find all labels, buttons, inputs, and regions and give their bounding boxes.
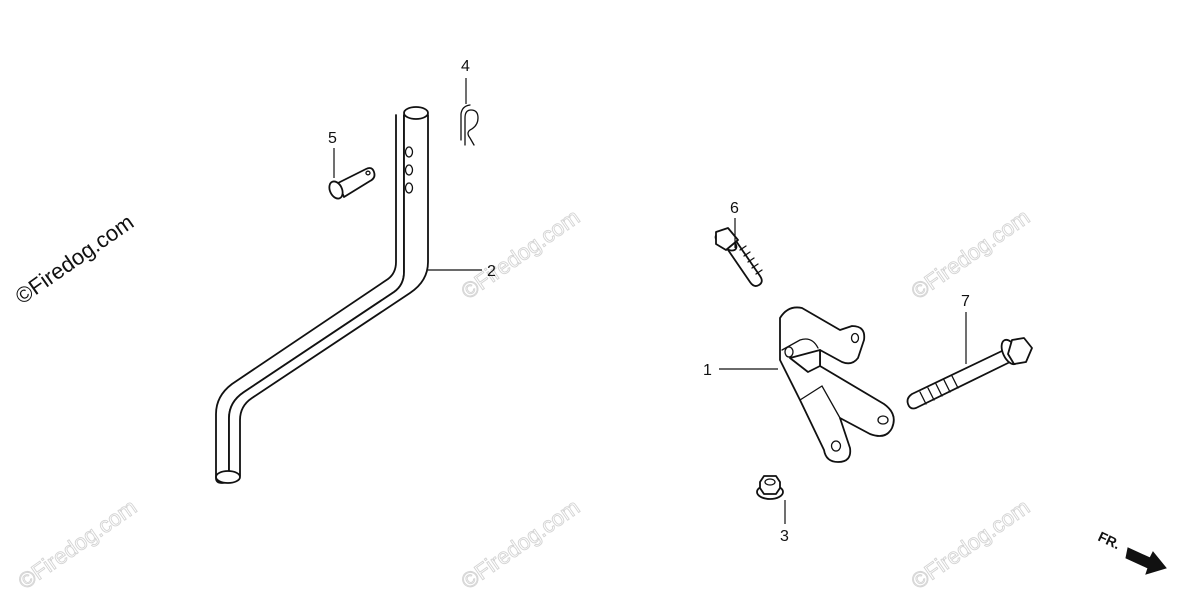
callout-2: 2	[487, 263, 496, 280]
part-7-long-bolt[interactable]: 7	[906, 293, 1033, 410]
part-3-flange-nut[interactable]: 3	[756, 475, 789, 545]
part-5-clevis-pin[interactable]: 5	[327, 130, 376, 201]
watermark-main: ©Firedog.com	[11, 209, 139, 309]
front-direction-indicator: FR.	[1096, 528, 1167, 575]
part-2-rod[interactable]: 2	[215, 106, 496, 484]
callout-7: 7	[961, 293, 970, 310]
callout-1: 1	[703, 362, 712, 379]
rod-hole	[404, 164, 414, 176]
callout-6: 6	[730, 200, 739, 217]
part-6-flange-bolt[interactable]: 6	[713, 200, 763, 287]
watermark-text: ©Firedog.com	[457, 204, 585, 304]
watermark-text: ©Firedog.com	[457, 494, 585, 594]
fr-arrow-icon	[1125, 547, 1167, 575]
fr-label: FR.	[1096, 528, 1123, 552]
rod-hole	[404, 182, 414, 194]
rod-hole	[404, 146, 414, 158]
watermark-text: ©Firedog.com	[907, 204, 1035, 304]
callout-3: 3	[780, 528, 789, 545]
watermark-group: ©Firedog.com ©Firedog.com ©Firedog.com ©…	[13, 204, 1035, 595]
watermark-text: ©Firedog.com	[907, 494, 1035, 594]
bracket-hole	[830, 440, 842, 452]
part-1-bracket[interactable]: 1	[703, 306, 895, 463]
bracket-hole	[784, 346, 794, 358]
callout-4: 4	[461, 58, 470, 75]
watermark-text: ©Firedog.com	[14, 494, 142, 594]
bracket-hole	[877, 415, 889, 425]
callout-5: 5	[328, 130, 337, 147]
bracket-hole	[850, 332, 860, 344]
part-4-r-clip[interactable]: 4	[460, 58, 479, 146]
